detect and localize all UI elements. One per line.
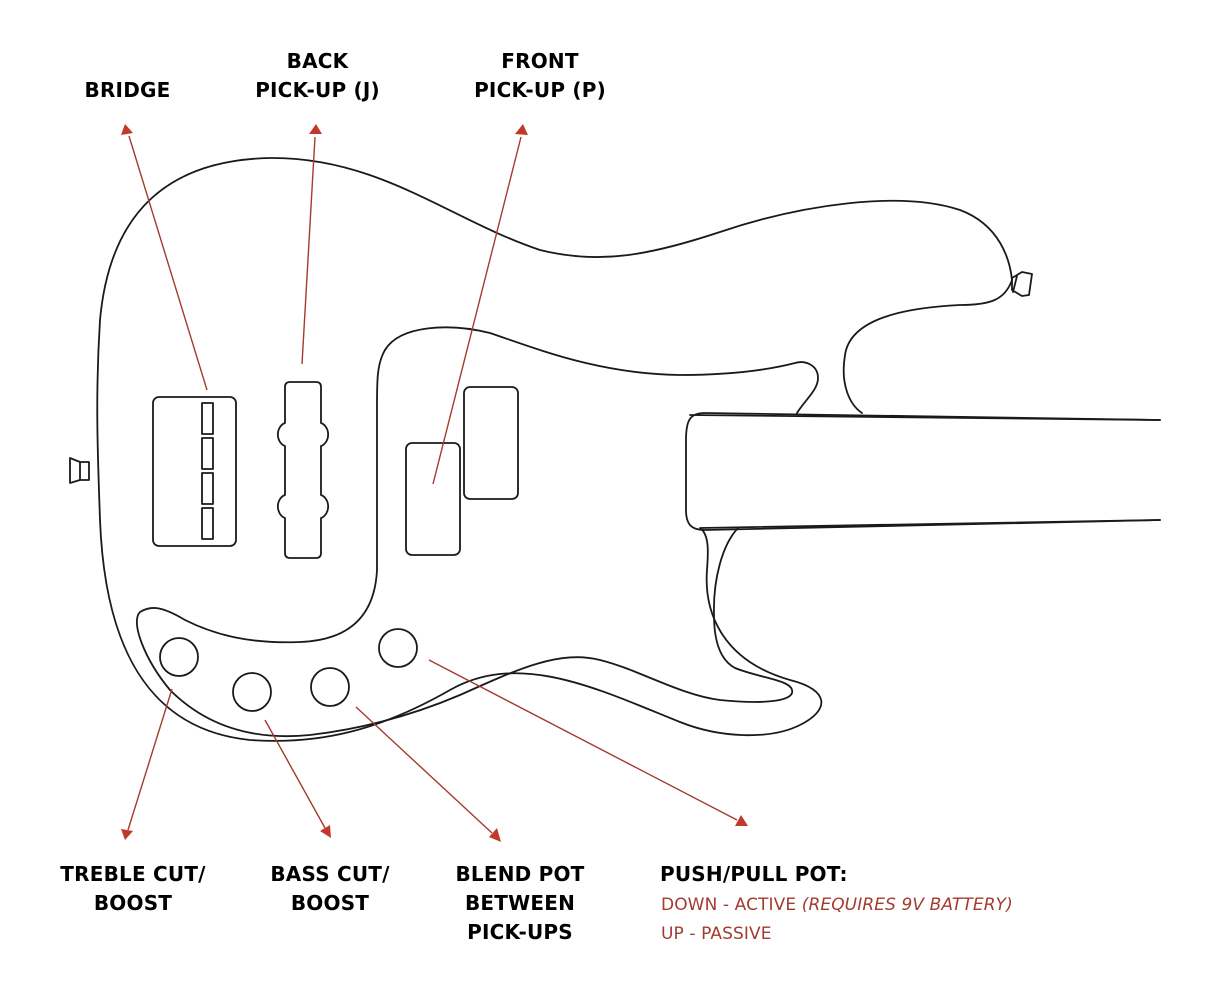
bridge-saddle <box>201 507 214 540</box>
bass-arrowhead <box>320 825 331 838</box>
back-pickup-label: BACK PICK-UP (J) <box>245 47 390 105</box>
front-pickup-arrowhead <box>515 124 528 135</box>
push-pull-down-text: DOWN - ACTIVE <box>661 895 802 915</box>
bridge-arrowhead <box>121 124 133 135</box>
bass-label-line: BOOST <box>290 891 370 915</box>
front-pickup-leader <box>432 136 522 485</box>
blend-arrowhead <box>489 828 501 842</box>
blend-knob <box>310 667 350 707</box>
push-pull-title: PUSH/PULL POT: <box>660 862 848 886</box>
treble-label-line: BOOST <box>93 891 173 915</box>
bridge-saddle <box>201 437 214 470</box>
bridge-label-line: BRIDGE <box>84 78 171 102</box>
bridge-saddle <box>201 402 214 435</box>
strap-button-right <box>1011 271 1033 297</box>
blend-label-line: BLEND POT <box>455 862 585 886</box>
bridge-label: BRIDGE <box>70 76 185 105</box>
blend-label-line: PICK-UPS <box>467 920 573 944</box>
back-pickup-label-line: PICK-UP (J) <box>255 78 380 102</box>
front-pickup-p-coil-lower <box>405 442 461 556</box>
strap-button-left <box>69 457 90 484</box>
blend-label-line: BETWEEN <box>464 891 576 915</box>
neck <box>685 412 1161 531</box>
bass-label-line: BASS CUT/ <box>270 862 390 886</box>
treble-label: TREBLE CUT/ BOOST <box>53 860 213 918</box>
bridge <box>152 396 237 547</box>
front-pickup-label-line: FRONT <box>501 49 579 73</box>
push-pull-down-note: DOWN - ACTIVE (REQUIRES 9V BATTERY) <box>661 891 1013 920</box>
blend-label: BLEND POT BETWEEN PICK-UPS <box>440 860 600 947</box>
push-pull-leader <box>428 659 738 821</box>
treble-arrowhead <box>121 829 133 840</box>
blend-leader <box>355 706 493 834</box>
back-pickup-arrowhead <box>309 124 322 134</box>
front-pickup-label-line: PICK-UP (P) <box>474 78 606 102</box>
push-pull-up-text: UP - PASSIVE <box>661 924 772 944</box>
bass-leader <box>264 719 326 829</box>
guitar-body-outline <box>96 157 1161 742</box>
pickguard-horn <box>384 326 819 414</box>
back-pickup-label-line: BACK <box>286 49 349 73</box>
bass-knob <box>232 672 272 712</box>
back-pickup-leader <box>301 136 316 365</box>
push-pull-battery-note: (REQUIRES 9V BATTERY) <box>801 895 1013 915</box>
back-pickup-j <box>277 381 329 559</box>
push-pull-up-note: UP - PASSIVE <box>661 920 772 949</box>
bridge-saddle <box>201 472 214 505</box>
push-pull-label: PUSH/PULL POT: <box>660 860 848 889</box>
bass-label: BASS CUT/ BOOST <box>255 860 405 918</box>
bridge-leader <box>128 135 208 391</box>
front-pickup-label: FRONT PICK-UP (P) <box>465 47 615 105</box>
pickguard-outline <box>135 349 793 738</box>
treble-knob <box>159 637 199 677</box>
treble-leader <box>127 688 173 831</box>
push-pull-arrowhead <box>735 815 748 826</box>
treble-label-line: TREBLE CUT/ <box>60 862 206 886</box>
front-pickup-p-coil-upper <box>463 386 519 500</box>
push-pull-knob <box>378 628 418 668</box>
